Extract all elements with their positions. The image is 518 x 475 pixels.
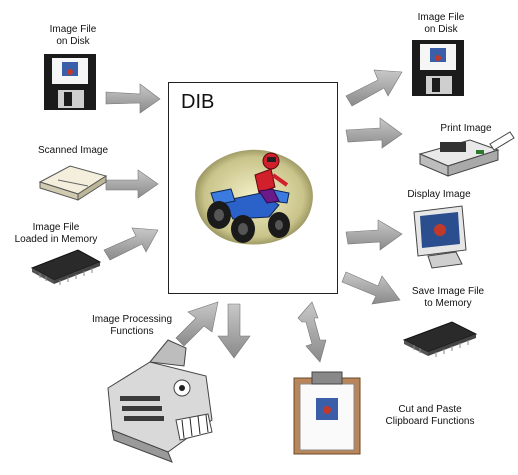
arrow-clipboard-bidirectional <box>297 301 327 363</box>
printer-icon <box>418 131 515 177</box>
atv-rider-image <box>195 149 313 245</box>
floppy-disk-icon-in <box>44 54 96 110</box>
memory-chip-icon-in <box>30 249 102 285</box>
label-processing: Image Processing Functions <box>91 314 173 337</box>
clipboard-icon <box>293 371 361 455</box>
label-memory-in: Image File Loaded in Memory <box>14 222 98 245</box>
monitor-icon <box>413 205 467 269</box>
arrow-scanned-in <box>105 169 159 199</box>
dib-box: DIB <box>168 82 338 294</box>
label-disk-in: Image File on Disk <box>49 24 97 47</box>
scanner-icon <box>38 165 108 201</box>
arrow-disk-out <box>345 69 403 107</box>
arrow-disk-in <box>105 83 161 114</box>
arrow-display-out <box>345 219 403 251</box>
label-display: Display Image <box>407 189 471 200</box>
floppy-disk-icon-out <box>412 40 464 96</box>
label-disk-out: Image File on Disk <box>417 12 465 35</box>
label-clipboard: Cut and Paste Clipboard Functions <box>385 404 475 427</box>
arrow-memory-in <box>103 227 159 261</box>
label-memory-out: Save Image File to Memory <box>411 286 485 309</box>
processing-machine-icon <box>107 339 213 463</box>
arrow-print-out <box>345 117 403 149</box>
arrow-processing-in <box>175 301 219 347</box>
dib-title: DIB <box>181 91 215 113</box>
arrow-memory-out <box>341 271 401 305</box>
label-scanned: Scanned Image <box>37 145 109 156</box>
memory-chip-icon-out <box>402 321 478 357</box>
label-print: Print Image <box>440 123 492 134</box>
arrow-processing-out <box>217 303 251 359</box>
